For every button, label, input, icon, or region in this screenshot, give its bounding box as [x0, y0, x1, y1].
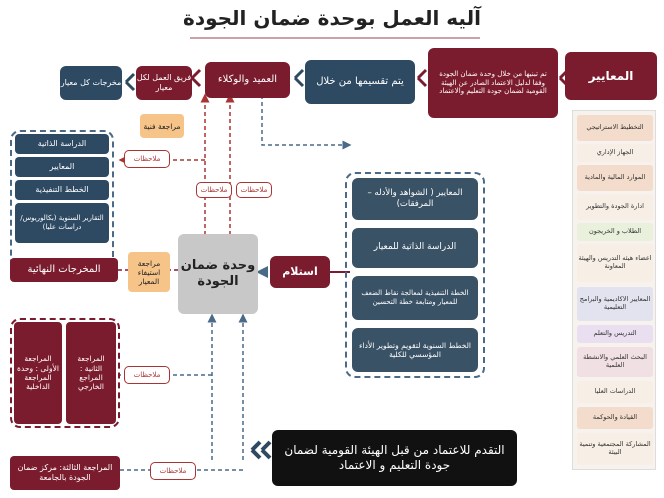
review-first-box: المراجعة الأولى : وحدة المراجعة الداخلية	[14, 322, 62, 424]
note-tag: ملاحظات	[196, 182, 232, 198]
accreditation-box: التقدم للاعتماد من قبل الهيئة القومية لض…	[272, 430, 517, 486]
left-group-item: الدراسة الذاتية	[15, 134, 109, 154]
team-box: فريق العمل لكل معيار	[136, 66, 192, 100]
receive-box: استلام	[270, 256, 330, 288]
dean-box: العميد والوكلاء	[205, 62, 290, 98]
tech-review: مراجعة فنية	[140, 114, 184, 138]
note-tag: ملاحظات	[236, 182, 272, 198]
completeness-review: مراجعة استيفاء المعيار	[128, 252, 170, 292]
standards-list-item: ادارة الجودة والتطوير	[577, 194, 653, 220]
right-group-item: الخطة التنفيذية لمعالجة نقاط الضعف للمعي…	[352, 276, 478, 320]
standards-list-item: الموارد المالية والمادية	[577, 165, 653, 191]
standards-list: التخطيط الاستراتيجي الجهاز الإداري الموا…	[572, 110, 656, 470]
right-group-item: الدراسة الذاتية للمعيار	[352, 228, 478, 268]
note-tag: ملاحظات	[124, 366, 170, 384]
standards-list-item: التدريس والتعلم	[577, 325, 653, 343]
review-third-box: المراجعة الثالثة: مركز ضمان الجودة بالجا…	[10, 456, 120, 490]
standards-list-item: التخطيط الاستراتيجي	[577, 115, 653, 141]
left-group-item: التقارير السنوية (بكالوريوس/دراسات عليا)	[15, 203, 109, 243]
page-title: آليه العمل بوحدة ضمان الجودة	[183, 6, 481, 30]
standards-list-item: الجهاز الإداري	[577, 144, 653, 162]
divide-box: يتم تقسيمها من خلال	[305, 60, 415, 104]
outputs-box: مخرجات كل معيار	[60, 66, 122, 100]
left-group-item: المعايير	[15, 157, 109, 177]
note-tag: ملاحظات	[124, 150, 170, 168]
standards-list-item: المعايير الاكاديمية والبرامج التعليمية	[577, 287, 653, 321]
right-group-frame	[345, 172, 485, 378]
final-outputs-box: المخرجات النهائية	[10, 258, 118, 282]
left-group-item: الخطط التنفيذية	[15, 180, 109, 200]
title-underline	[190, 37, 480, 39]
review-second-box: المراجعة الثانية : المراجع الخارجي	[66, 322, 116, 424]
right-group-item: الخطط السنوية لتقويم وتطوير الأداء المؤس…	[352, 328, 478, 372]
standards-list-item: الدراسات العليا	[577, 381, 653, 403]
right-group-item: المعايير ( الشواهد والأدله – المرفقات)	[352, 178, 478, 220]
quality-unit-box: وحدة ضمان الجودة	[178, 234, 258, 314]
note-tag: ملاحظات	[150, 462, 196, 480]
reviews-frame	[10, 318, 120, 428]
standards-list-item: الطلاب و الخريجون	[577, 223, 653, 241]
standards-list-item: البحث العلمي والانشطة العلمية	[577, 347, 653, 377]
adoption-box: تم تبنيها من خلال وحدة ضمان الجودة وفقا …	[428, 48, 558, 118]
standards-box: المعايير	[565, 52, 657, 100]
standards-list-item: اعضاء هيئه التدريس والهيئة المعاونة	[577, 244, 653, 282]
standards-list-item: القيادة والحوكمة	[577, 407, 653, 429]
standards-list-item: المشاركة المجتمعية وتنمية البيئة	[577, 433, 653, 465]
